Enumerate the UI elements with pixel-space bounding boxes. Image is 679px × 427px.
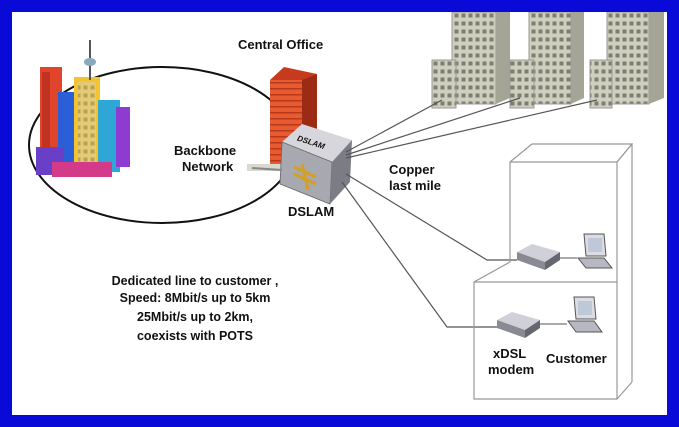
xdsl-modem-icon [497, 312, 540, 338]
office-building-icon [509, 12, 584, 109]
modem-icon [517, 244, 560, 270]
office-building-icon [589, 12, 664, 109]
customer-label: Customer [546, 351, 607, 366]
backbone-label: Backbone [174, 143, 236, 158]
city-skyline-icon [36, 40, 130, 177]
modem-label: modem [488, 362, 534, 377]
central-office-label: Central Office [238, 37, 323, 52]
customer-laptop-icon [567, 296, 603, 333]
dslam-label: DSLAM [288, 204, 334, 219]
note-line-2: Speed: 8Mbit/s up to 5km [120, 291, 271, 305]
office-building-icon [431, 12, 510, 109]
xdsl-label: xDSL [493, 346, 526, 361]
last-mile-label: last mile [389, 178, 441, 193]
diagram-frame: DSLAM [12, 12, 667, 415]
note-line-1: Dedicated line to customer , [112, 274, 279, 288]
note-line-3: 25Mbit/s up to 2km, [137, 310, 253, 324]
note-line-4: coexists with POTS [137, 329, 253, 343]
customer-building-outline [473, 143, 634, 400]
dsl-network-diagram: DSLAM [28, 12, 664, 400]
dslam-device-icon: DSLAM [279, 124, 352, 205]
copper-label: Copper [389, 162, 435, 177]
laptop-icon [576, 233, 614, 269]
network-label: Network [182, 159, 234, 174]
copper-lines [341, 97, 598, 328]
